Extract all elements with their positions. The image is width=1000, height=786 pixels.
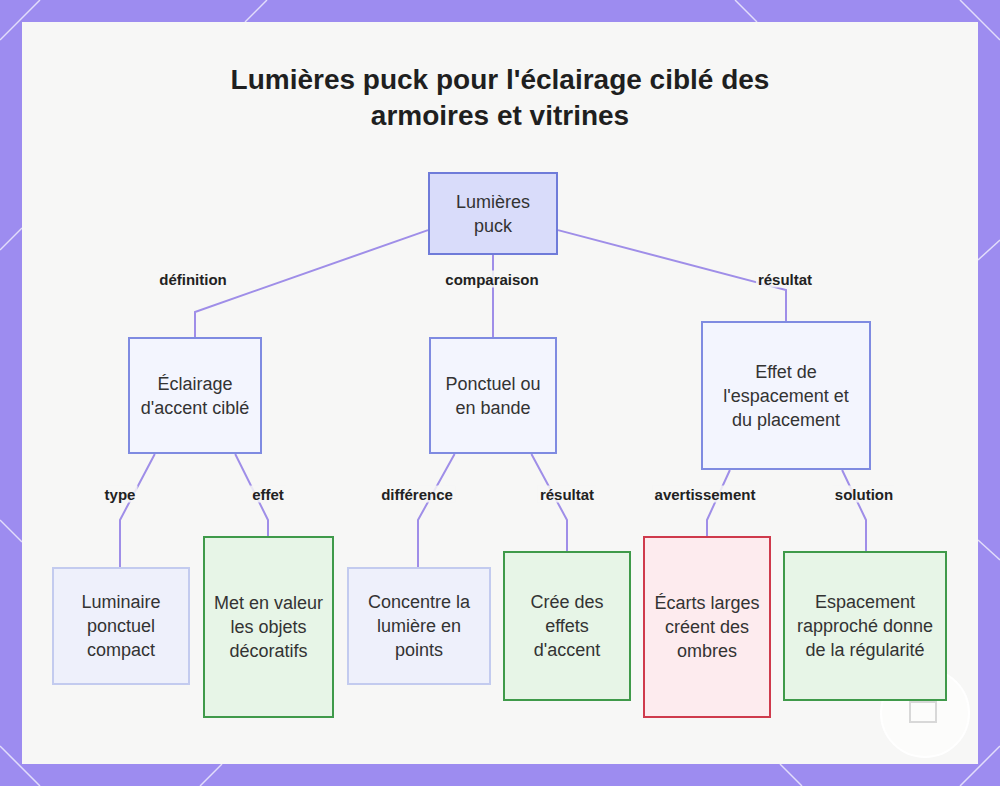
node-text: Éclairage d'accent ciblé [138,372,252,420]
node-text: Lumières puck [438,190,548,238]
edge-label: comparaison [443,271,540,288]
node-text-group: Espacement rapproché donne de la régular… [793,590,937,662]
connector-line [707,470,730,536]
edge-label: type [103,486,138,503]
node-text-group: Effet de l'espacement et du placement [711,360,861,432]
detail-box: Luminaire ponctuel compact [52,567,190,685]
diagram-title: Lumières puck pour l'éclairage ciblé des… [230,62,770,134]
node-text-group: Écarts larges créent des ombres [653,591,761,663]
edge-label: résultat [756,271,814,288]
node-text: Écarts larges créent des ombres [653,591,761,663]
node-text-group: Ponctuel ou en bande [439,372,547,420]
node-text-group: Met en valeur les objets décoratifs [213,591,324,663]
concept-box: Éclairage d'accent ciblé [128,337,262,454]
result-box: Crée des effets d'accent [503,551,631,701]
warning-box: Écarts larges créent des ombres [643,536,771,718]
node-text-group: Lumières puck [438,190,548,238]
node-text: Effet de l'espacement et du placement [711,360,861,432]
edge-label: effet [250,486,286,503]
edge-label: résultat [538,486,596,503]
node-text-group: Éclairage d'accent ciblé [138,372,252,420]
result-box: Espacement rapproché donne de la régular… [783,551,947,701]
connector-line [195,230,428,337]
result-box: Met en valeur les objets décoratifs [203,536,334,718]
connector-line [418,454,455,567]
detail-box: Concentre la lumière en points [347,567,491,685]
connector-line [558,230,786,321]
connector-line [120,454,155,567]
connector-line [493,255,494,337]
node-text-group: Luminaire ponctuel compact [62,590,180,662]
node-text: Ponctuel ou en bande [439,372,547,420]
node-text: Concentre la lumière en points [357,590,481,662]
edge-label: avertissement [653,486,758,503]
root-box: Lumières puck [428,172,558,255]
node-text: Espacement rapproché donne de la régular… [793,590,937,662]
node-text: Luminaire ponctuel compact [62,590,180,662]
edge-label: différence [379,486,455,503]
edge-label: solution [833,486,895,503]
node-text: Met en valeur les objets décoratifs [213,591,324,663]
node-text-group: Crée des effets d'accent [513,590,621,662]
concept-box: Ponctuel ou en bande [429,337,557,454]
concept-box: Effet de l'espacement et du placement [701,321,871,470]
node-text-group: Concentre la lumière en points [357,590,481,662]
node-text: Crée des effets d'accent [513,590,621,662]
connector-line [842,470,866,551]
connector-line [531,454,567,551]
edge-label: définition [157,271,229,288]
